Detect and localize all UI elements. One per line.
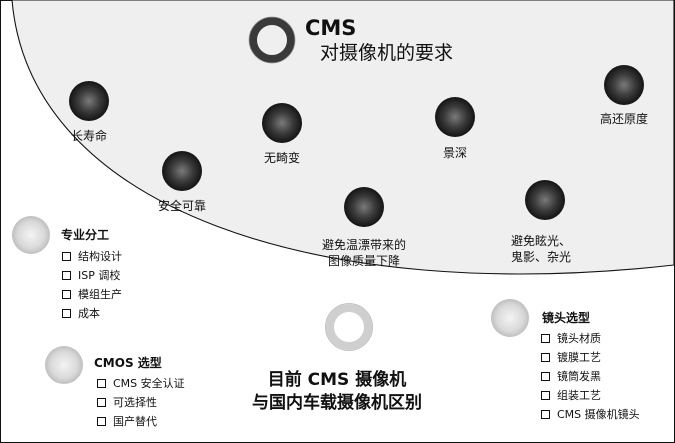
- requirement-dot-icon: [525, 180, 565, 220]
- list-item: 组装工艺: [541, 386, 640, 405]
- top-ring-icon: [248, 16, 296, 64]
- top-title: CMS 对摄像机的要求: [305, 16, 453, 66]
- requirement-dot-icon: [162, 151, 202, 191]
- top-title-line1: CMS: [305, 16, 357, 40]
- requirements-region: [11, 0, 675, 275]
- group-dot-icon: [12, 216, 50, 254]
- list-item: 镀膜工艺: [541, 348, 640, 367]
- group-dot-icon: [45, 346, 83, 384]
- requirement-label: 避免温漂带来的 图像质量下降: [322, 237, 406, 269]
- specialization-list: 结构设计 ISP 调校 模组生产 成本: [62, 247, 122, 323]
- list-item: 可选择性: [97, 393, 185, 412]
- lens-list: 镜头材质 镀膜工艺 镜筒发黑 组装工艺 CMS 摄像机镜头: [541, 329, 640, 424]
- requirement-label-line1: 避免眩光、: [510, 234, 572, 248]
- requirement-label: 安全可靠: [157, 199, 207, 213]
- requirement-label: 无畸变: [263, 151, 301, 165]
- list-item: 结构设计: [62, 247, 122, 266]
- group-title-specialization: 专业分工: [61, 228, 110, 242]
- list-item: ISP 调校: [62, 266, 122, 285]
- group-title-cmos: CMOS 选型: [94, 356, 162, 370]
- bottom-title: 目前 CMS 摄像机 与国内车载摄像机区别: [252, 369, 422, 415]
- requirement-dot-icon: [604, 65, 644, 105]
- list-item: 模组生产: [62, 285, 122, 304]
- list-item: 镜头材质: [541, 329, 640, 348]
- requirement-dot-icon: [69, 81, 109, 121]
- requirement-dot-icon: [344, 187, 384, 227]
- requirement-label-line2: 鬼影、杂光: [510, 250, 572, 264]
- list-item: 国产替代: [97, 412, 185, 431]
- group-title-lens: 镜头选型: [542, 311, 591, 325]
- requirement-label: 避免眩光、 鬼影、杂光: [511, 233, 571, 265]
- group-dot-icon: [491, 299, 529, 337]
- requirement-label: 景深: [442, 146, 468, 160]
- requirement-label-line1: 避免温漂带来的: [321, 238, 407, 252]
- list-item: CMS 安全认证: [97, 374, 185, 393]
- list-item: 镜筒发黑: [541, 367, 640, 386]
- list-item: 成本: [62, 304, 122, 323]
- bottom-ring-icon: [325, 303, 373, 351]
- requirement-dot-icon: [435, 97, 475, 137]
- cmos-list: CMS 安全认证 可选择性 国产替代: [97, 374, 185, 431]
- bottom-title-line2: 与国内车载摄像机区别: [252, 393, 422, 413]
- bottom-title-line1: 目前 CMS 摄像机: [267, 370, 407, 390]
- top-title-line2: 对摄像机的要求: [320, 42, 454, 64]
- requirement-label: 高还原度: [599, 112, 649, 126]
- list-item: CMS 摄像机镜头: [541, 405, 640, 424]
- requirement-label: 长寿命: [70, 129, 108, 143]
- requirement-label-line2: 图像质量下降: [327, 254, 401, 268]
- requirement-dot-icon: [262, 103, 302, 143]
